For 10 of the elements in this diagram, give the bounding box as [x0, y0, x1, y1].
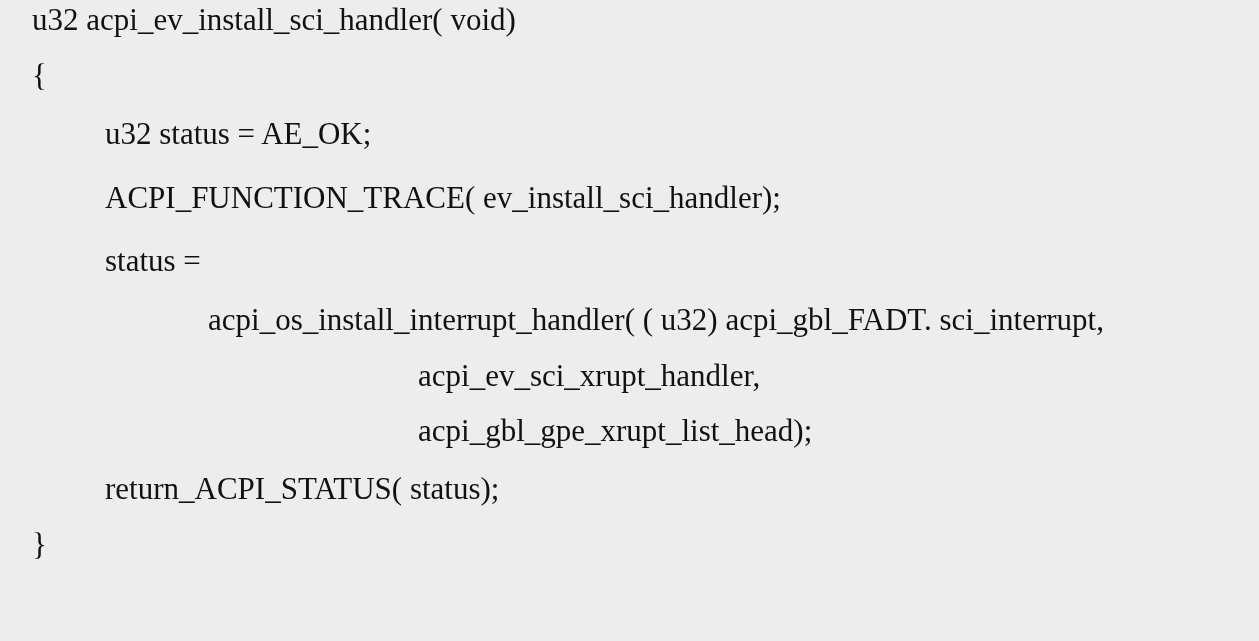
code-line: }	[32, 527, 47, 563]
code-line: status =	[105, 243, 201, 279]
code-line: acpi_os_install_interrupt_handler( ( u32) acpi_gbl_FADT. sci_interrupt,	[208, 302, 1104, 338]
code-line: acpi_gbl_gpe_xrupt_list_head);	[418, 413, 813, 449]
code-line: {	[32, 58, 47, 94]
code-line: u32 acpi_ev_install_sci_handler( void)	[32, 2, 516, 38]
code-line: u32 status = AE_OK;	[105, 116, 372, 152]
code-line: ACPI_FUNCTION_TRACE( ev_install_sci_handler);	[105, 180, 781, 216]
code-line: acpi_ev_sci_xrupt_handler,	[418, 358, 761, 394]
code-line: return_ACPI_STATUS( status);	[105, 471, 500, 507]
